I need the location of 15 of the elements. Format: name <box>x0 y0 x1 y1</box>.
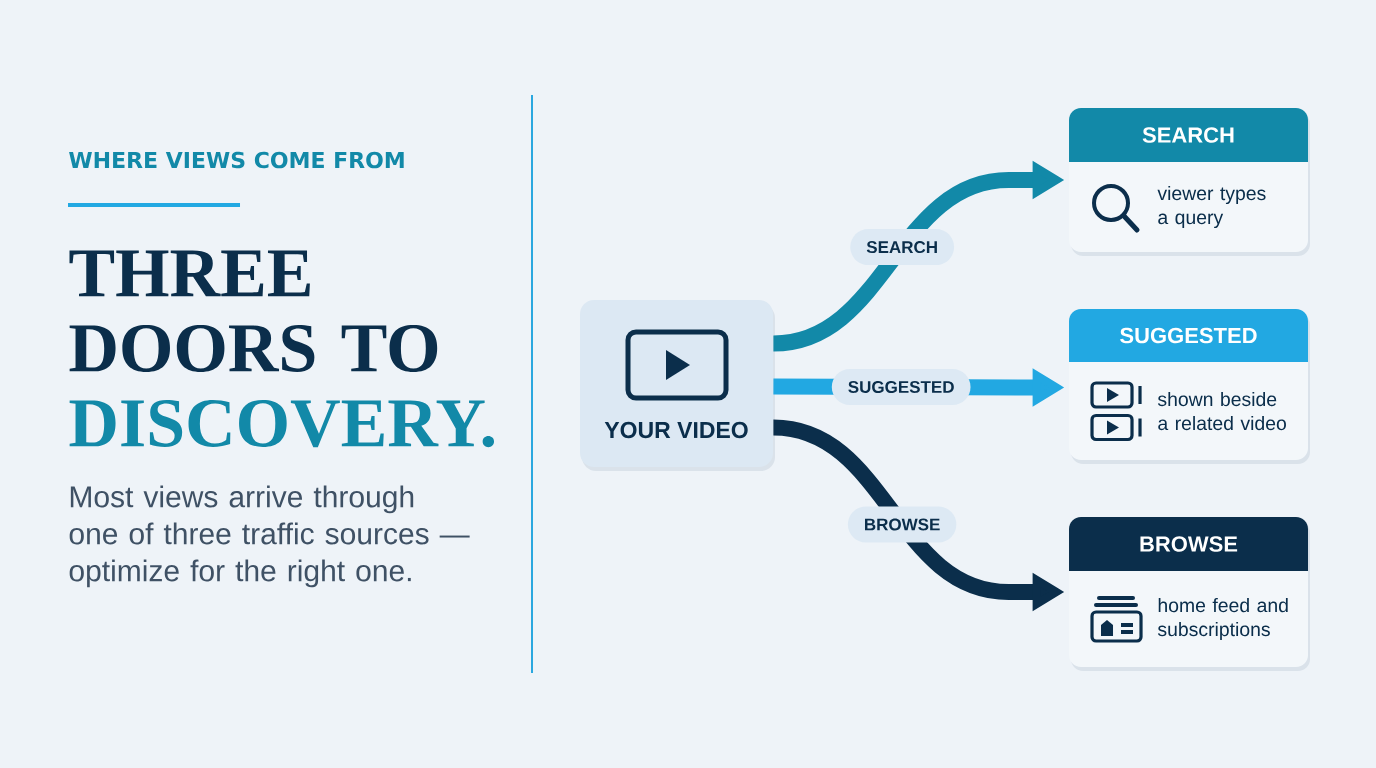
card-heading: SUGGESTED <box>1120 327 1257 344</box>
source-card <box>1069 108 1310 256</box>
edge-label: BROWSE <box>847 506 957 543</box>
card-text: shown beside a related video <box>1157 391 1286 431</box>
edge-label: SEARCH <box>850 229 955 266</box>
card-text: viewer types a query <box>1157 185 1266 229</box>
title: THREE DOORS TO DISCOVERY. <box>69 250 494 448</box>
intro-paragraph: Most views arrive through one of three traffic sources — optimize for the right one. <box>69 485 470 588</box>
kicker-text: WHERE VIEWS COME FROM <box>69 151 404 169</box>
card-text: home feed and subscriptions <box>1157 597 1288 641</box>
video-box: YOUR VIDEO <box>580 300 775 471</box>
source-card <box>1069 309 1310 464</box>
card-heading: BROWSE <box>1140 536 1238 552</box>
source-card <box>1069 517 1310 671</box>
card-heading: SEARCH <box>1142 127 1234 143</box>
